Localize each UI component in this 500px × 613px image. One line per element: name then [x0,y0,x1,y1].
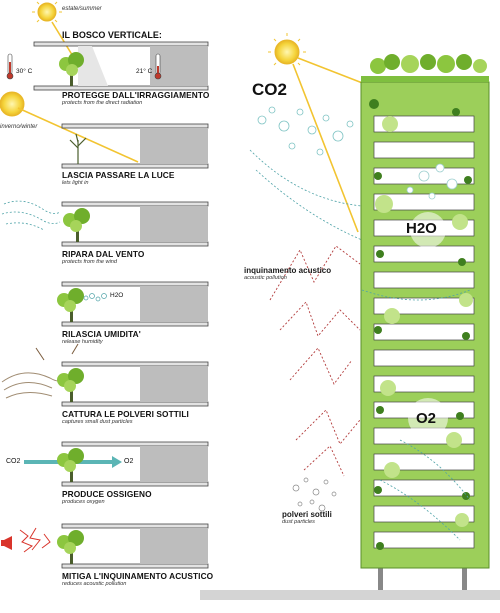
roof-trees [361,54,489,82]
humidity-bubbles-icon [83,293,107,302]
panel-5-title: CATTURA LE POLVERI SOTTILI [62,409,189,419]
panel-7-caption: MITIGA L'INQUINAMENTO ACUSTICO reduces a… [62,571,213,587]
panel-7-title: MITIGA L'INQUINAMENTO ACUSTICO [62,571,214,581]
panel-6-sub: produces oxygen [62,499,105,505]
panel-1-sub: protects from the direct radiation [62,100,143,106]
tree-icon [57,530,84,564]
panel-6-title: PRODUCE OSSIGENO [62,489,152,499]
heading: IL BOSCO VERTICALE: [62,30,162,40]
panel-5-caption: CATTURA LE POLVERI SOTTILI captures smal… [62,409,189,425]
noise-label: inquinamento acustico [244,266,332,275]
panel-3-graphic [1,200,209,247]
panel-4-graphic [57,281,209,327]
panel-4-caption: RILASCIA UMIDITA' release humidity [62,329,141,345]
panel-3-caption: RIPARA DAL VENTO protects from the wind [62,249,144,265]
panel-5-graphic [1,343,209,407]
panel-6-graphic [24,441,209,487]
dust-particles [292,477,337,512]
thermometer-icon-hot [6,53,14,80]
tower-facade [360,81,490,569]
dust-sub: dust particles [282,519,315,525]
airflow-lines [249,149,471,541]
o2-label: O2 [416,410,437,427]
tree-icon [63,208,90,242]
tree-icon [57,288,84,322]
panel-7-sub: reduces acoustic pollution [62,581,127,587]
noise-caption: inquinamento acustico acoustic pollution [244,266,331,281]
temp-inside: 21° C [136,68,153,75]
sun-ray-to-roof [297,57,366,85]
panel-7-graphic [1,523,209,569]
h2o-label: H2O [406,220,437,237]
panel-4-sub: release humidity [62,339,103,345]
co2-small-label: CO2 [6,458,21,465]
noise-burst-icon [19,527,51,553]
megaphone-icon [1,536,12,550]
h2o-small-label: H2O [110,292,124,299]
tree-icon [57,368,84,402]
noise-sub: acoustic pollution [244,275,287,281]
panel-2-graphic [61,123,209,169]
thermometer-icon-cool [154,53,162,80]
noise-lines [269,245,361,477]
sun-icon-summer [32,1,62,23]
wind-icon [1,200,61,231]
co2-label: CO2 [252,80,287,99]
bare-tree-icon [69,133,87,164]
panel-2-sub: lets light in [62,180,89,186]
water-bubbles [406,163,458,200]
tree-icon [57,448,84,482]
temp-outside: 30° C [16,68,33,75]
o2-small-label: O2 [124,458,134,465]
summer-sun-ray [51,21,75,59]
panel-4-title: RILASCIA UMIDITA' [62,329,141,339]
panel-2-caption: LASCIA PASSARE LA LUCE lets light in [62,170,175,186]
panel-1-title: PROTEGGE DALL'IRRAGGIAMENTO [62,90,210,100]
o2-cloud [408,398,448,438]
season-winter-label: inverno/winter [0,124,38,130]
panel-3-title: RIPARA DAL VENTO [62,249,145,259]
dust-caption: polveri sottili dust particles [282,510,332,525]
panel-5-sub: captures small dust particles [62,419,133,425]
panel-1-graphic [6,41,209,91]
tree-icon [59,52,84,86]
sun-ray-to-facade [292,63,359,233]
season-summer-label: estate/summer [62,6,102,12]
dust-label: polveri sottili [282,510,332,519]
winter-sun-ray [17,107,139,163]
panel-2-title: LASCIA PASSARE LA LUCE [62,170,175,180]
panel-1-caption: PROTEGGE DALL'IRRAGGIAMENTO protects fro… [62,90,209,106]
panel-3-sub: protects from the wind [62,259,118,265]
panel-6-caption: PRODUCE OSSIGENO produces oxygen [62,489,152,505]
sun-icon-winter [0,91,25,117]
sun-icon-right [268,33,306,66]
co2-bubbles [257,106,354,156]
h2o-cloud [410,212,446,248]
ground [200,590,500,600]
